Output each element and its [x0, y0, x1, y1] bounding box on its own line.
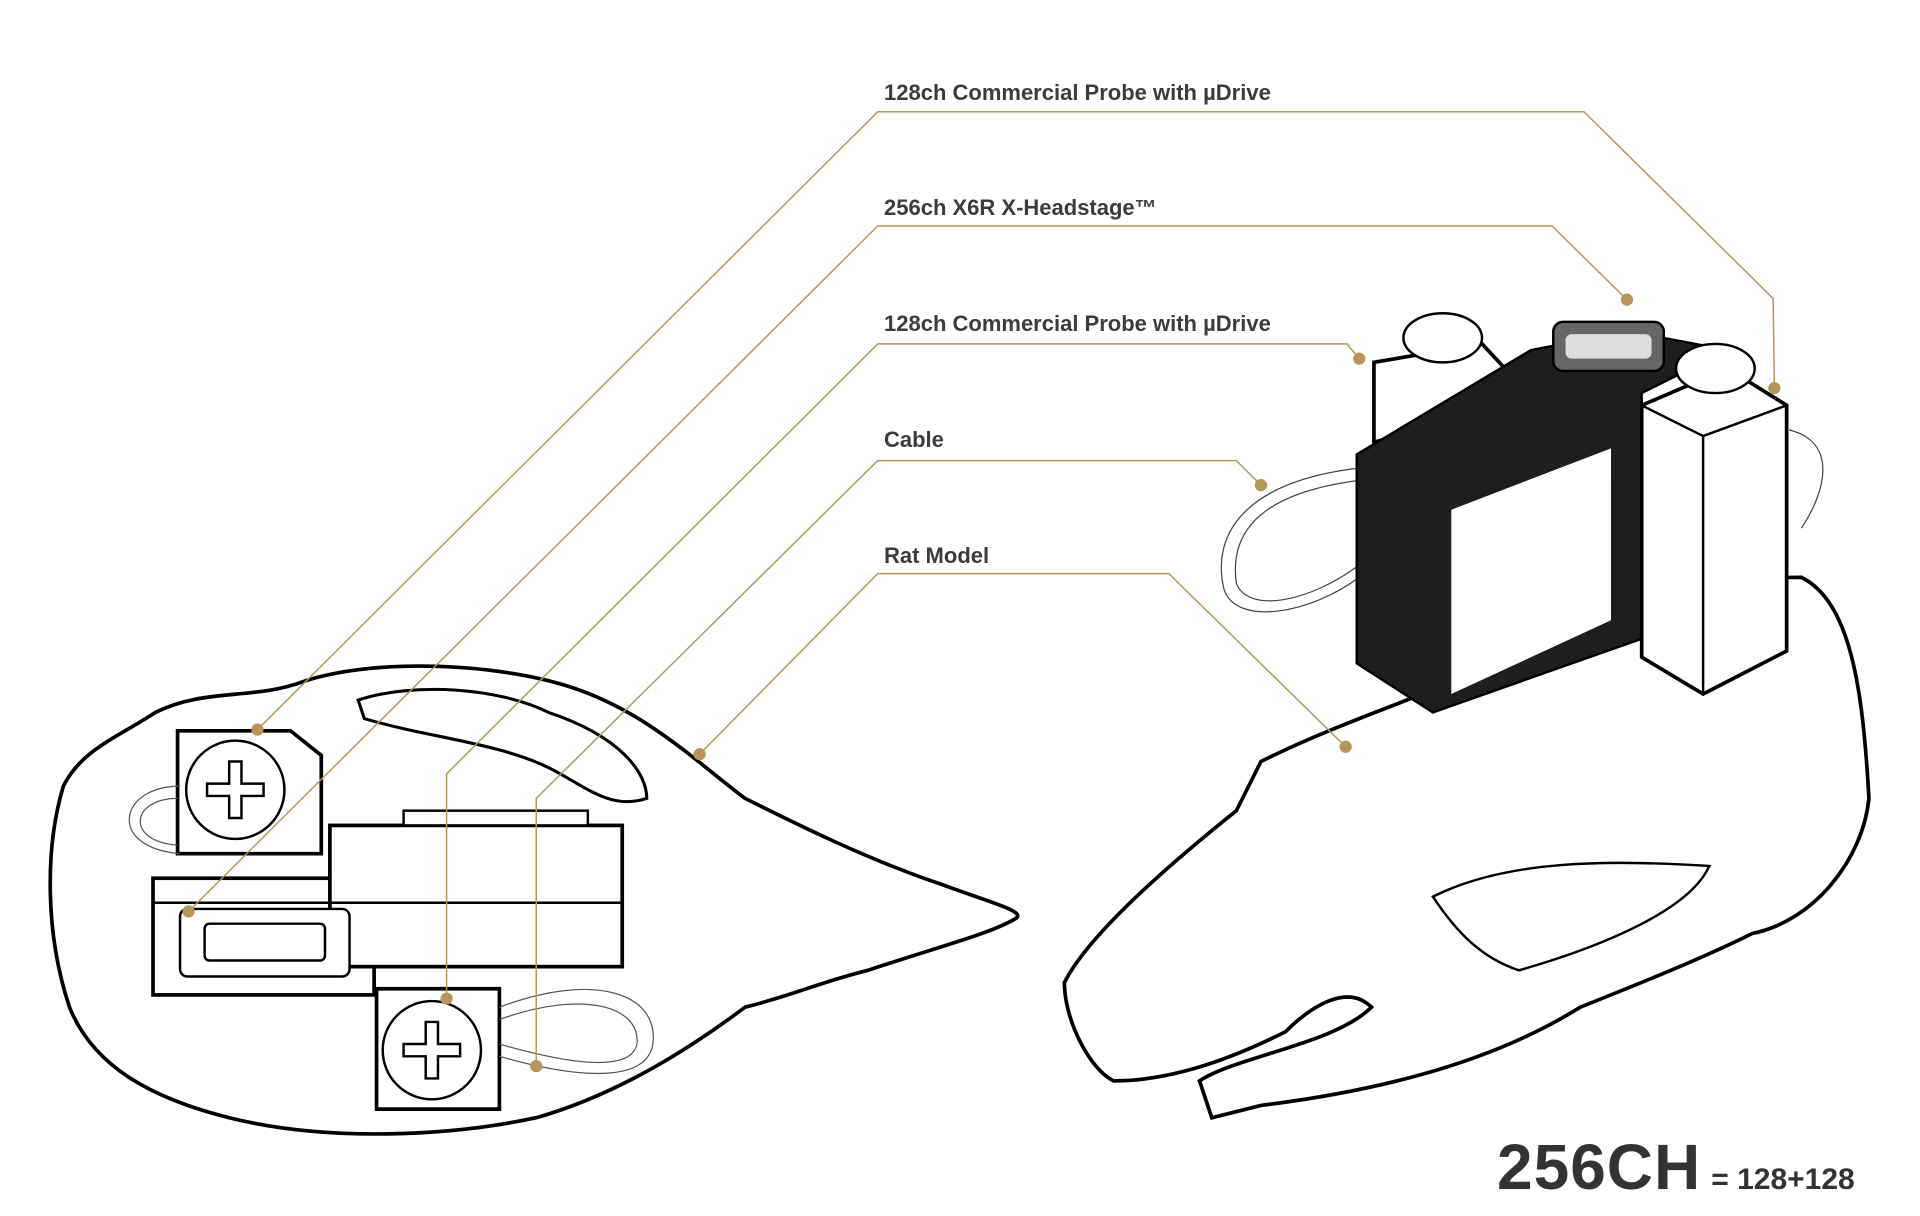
leader-lines — [188, 111, 1776, 1067]
probe-bottom — [374, 986, 502, 1111]
leader-line-headstage — [188, 225, 1628, 912]
leader-line-rat — [699, 572, 1347, 755]
label-probe-2: 128ch Commercial Probe with µDrive — [884, 311, 1271, 336]
rat-skull-top-view — [48, 664, 1020, 1136]
leader-dots — [182, 293, 1781, 1073]
channel-total-main: 256CH — [1497, 1131, 1702, 1203]
label-headstage: 256ch X6R X-Headstage™ — [884, 195, 1157, 220]
headstage-top-view — [151, 809, 625, 997]
cable-top-view — [128, 785, 654, 1075]
headstage-3d — [1355, 320, 1732, 714]
leader-line-cable — [535, 459, 1262, 1067]
leader-line-probe-1 — [256, 111, 1776, 731]
label-cable: Cable — [884, 427, 944, 452]
channel-total: 256CH = 128+128 — [1497, 1130, 1855, 1204]
label-rat-model: Rat Model — [884, 543, 990, 568]
leader-line-probe-2 — [445, 343, 1360, 999]
probe-top-left — [175, 728, 324, 856]
label-probe-1: 128ch Commercial Probe with µDrive — [884, 80, 1271, 105]
probe-3d-right — [1639, 342, 1789, 697]
channel-total-breakdown: = 128+128 — [1711, 1163, 1855, 1196]
probe-3d-left — [1372, 311, 1519, 445]
cable-3d — [1220, 429, 1824, 613]
